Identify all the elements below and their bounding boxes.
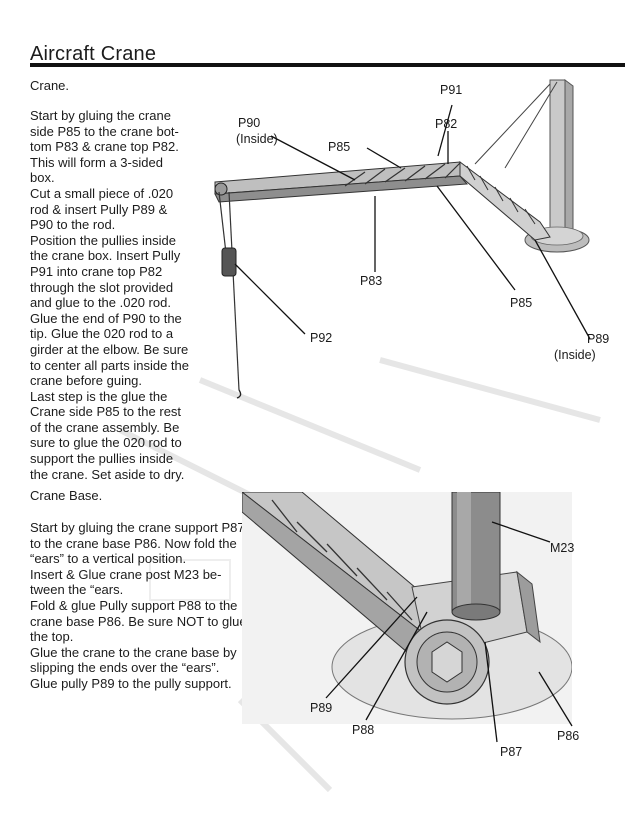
label-m23: M23 bbox=[550, 541, 574, 555]
crane-instruction-line: crane before guing. bbox=[30, 373, 189, 389]
crane-instruction-line: P91 into crane top P82 bbox=[30, 264, 189, 280]
label-p87: P87 bbox=[500, 745, 522, 759]
base-instruction-line: crane base P86. Be sure NOT to glue bbox=[30, 614, 247, 630]
base-instruction-line: Glue pully P89 to the pully support. bbox=[30, 676, 247, 692]
base-section-heading: Crane Base. bbox=[30, 488, 102, 503]
crane-instruction-line: tom P83 & crane top P82. bbox=[30, 139, 189, 155]
crane-instruction-line: support the pullies inside bbox=[30, 451, 189, 467]
crane-instruction-line: Crane side P85 to the rest bbox=[30, 404, 189, 420]
label-p85-right: P85 bbox=[510, 296, 532, 310]
crane-instruction-line: sure to glue the 020 rod to bbox=[30, 435, 189, 451]
title-rule bbox=[30, 63, 625, 67]
crane-instruction-line: of the crane assembly. Be bbox=[30, 420, 189, 436]
crane-boom bbox=[215, 82, 557, 398]
base-instruction-line: tween the “ears. bbox=[30, 582, 247, 598]
base-instruction-line: Start by gluing the crane support P87 bbox=[30, 520, 247, 536]
label-p86: P86 bbox=[557, 729, 579, 743]
base-instruction-line: slipping the ends over the “ears”. bbox=[30, 660, 247, 676]
crane-instruction-line: Cut a small piece of .020 bbox=[30, 186, 189, 202]
crane-boom-figure: P91 P90 (Inside) P82 P85 P83 P85 P92 P89… bbox=[205, 72, 635, 402]
label-p82: P82 bbox=[435, 117, 457, 131]
label-p88: P88 bbox=[352, 723, 374, 737]
label-p89: P89 bbox=[587, 332, 609, 346]
base-instruction-line: Glue the crane to the crane base by bbox=[30, 645, 247, 661]
crane-instruction-line: box. bbox=[30, 170, 189, 186]
crane-instruction-line: the crane box. Insert Pully bbox=[30, 248, 189, 264]
base-instruction-line: Insert & Glue crane post M23 be- bbox=[30, 567, 247, 583]
base-instruction-line: to the crane base P86. Now fold the bbox=[30, 536, 247, 552]
crane-instruction-line: rod & insert Pully P89 & bbox=[30, 202, 189, 218]
base-instruction-line: the top. bbox=[30, 629, 247, 645]
label-p83: P83 bbox=[360, 274, 382, 288]
crane-instruction-line: girder at the elbow. Be sure bbox=[30, 342, 189, 358]
crane-instruction-line: to center all parts inside the bbox=[30, 358, 189, 374]
label-p89-note: (Inside) bbox=[554, 348, 596, 362]
crane-instruction-line: side P85 to the crane bot- bbox=[30, 124, 189, 140]
crane-base-figure: M23 P89 P88 P86 P87 bbox=[242, 492, 632, 777]
crane-instruction-line: tip. Glue the 020 rod to a bbox=[30, 326, 189, 342]
crane-instruction-line: Glue the end of P90 to the bbox=[30, 311, 189, 327]
label-p85-top: P85 bbox=[328, 140, 350, 154]
crane-instruction-line: This will form a 3-sided bbox=[30, 155, 189, 171]
label-p90-note: (Inside) bbox=[236, 132, 278, 146]
crane-instruction-line: Position the pullies inside bbox=[30, 233, 189, 249]
label-p89-base: P89 bbox=[310, 701, 332, 715]
crane-section-heading: Crane. bbox=[30, 78, 69, 93]
base-instruction-line: “ears” to a vertical position. bbox=[30, 551, 247, 567]
crane-instruction-line: Last step is the glue the bbox=[30, 389, 189, 405]
label-p90: P90 bbox=[238, 116, 260, 130]
crane-instruction-line: the crane. Set aside to dry. bbox=[30, 467, 189, 483]
label-p92: P92 bbox=[310, 331, 332, 345]
crane-instruction-line: P90 to the rod. bbox=[30, 217, 189, 233]
crane-instruction-line: and glue to the .020 rod. bbox=[30, 295, 189, 311]
crane-instruction-line: through the slot provided bbox=[30, 280, 189, 296]
label-p91: P91 bbox=[440, 83, 462, 97]
crane-instruction-line: Start by gluing the crane bbox=[30, 108, 189, 124]
base-instruction-line: Fold & glue Pully support P88 to the bbox=[30, 598, 247, 614]
